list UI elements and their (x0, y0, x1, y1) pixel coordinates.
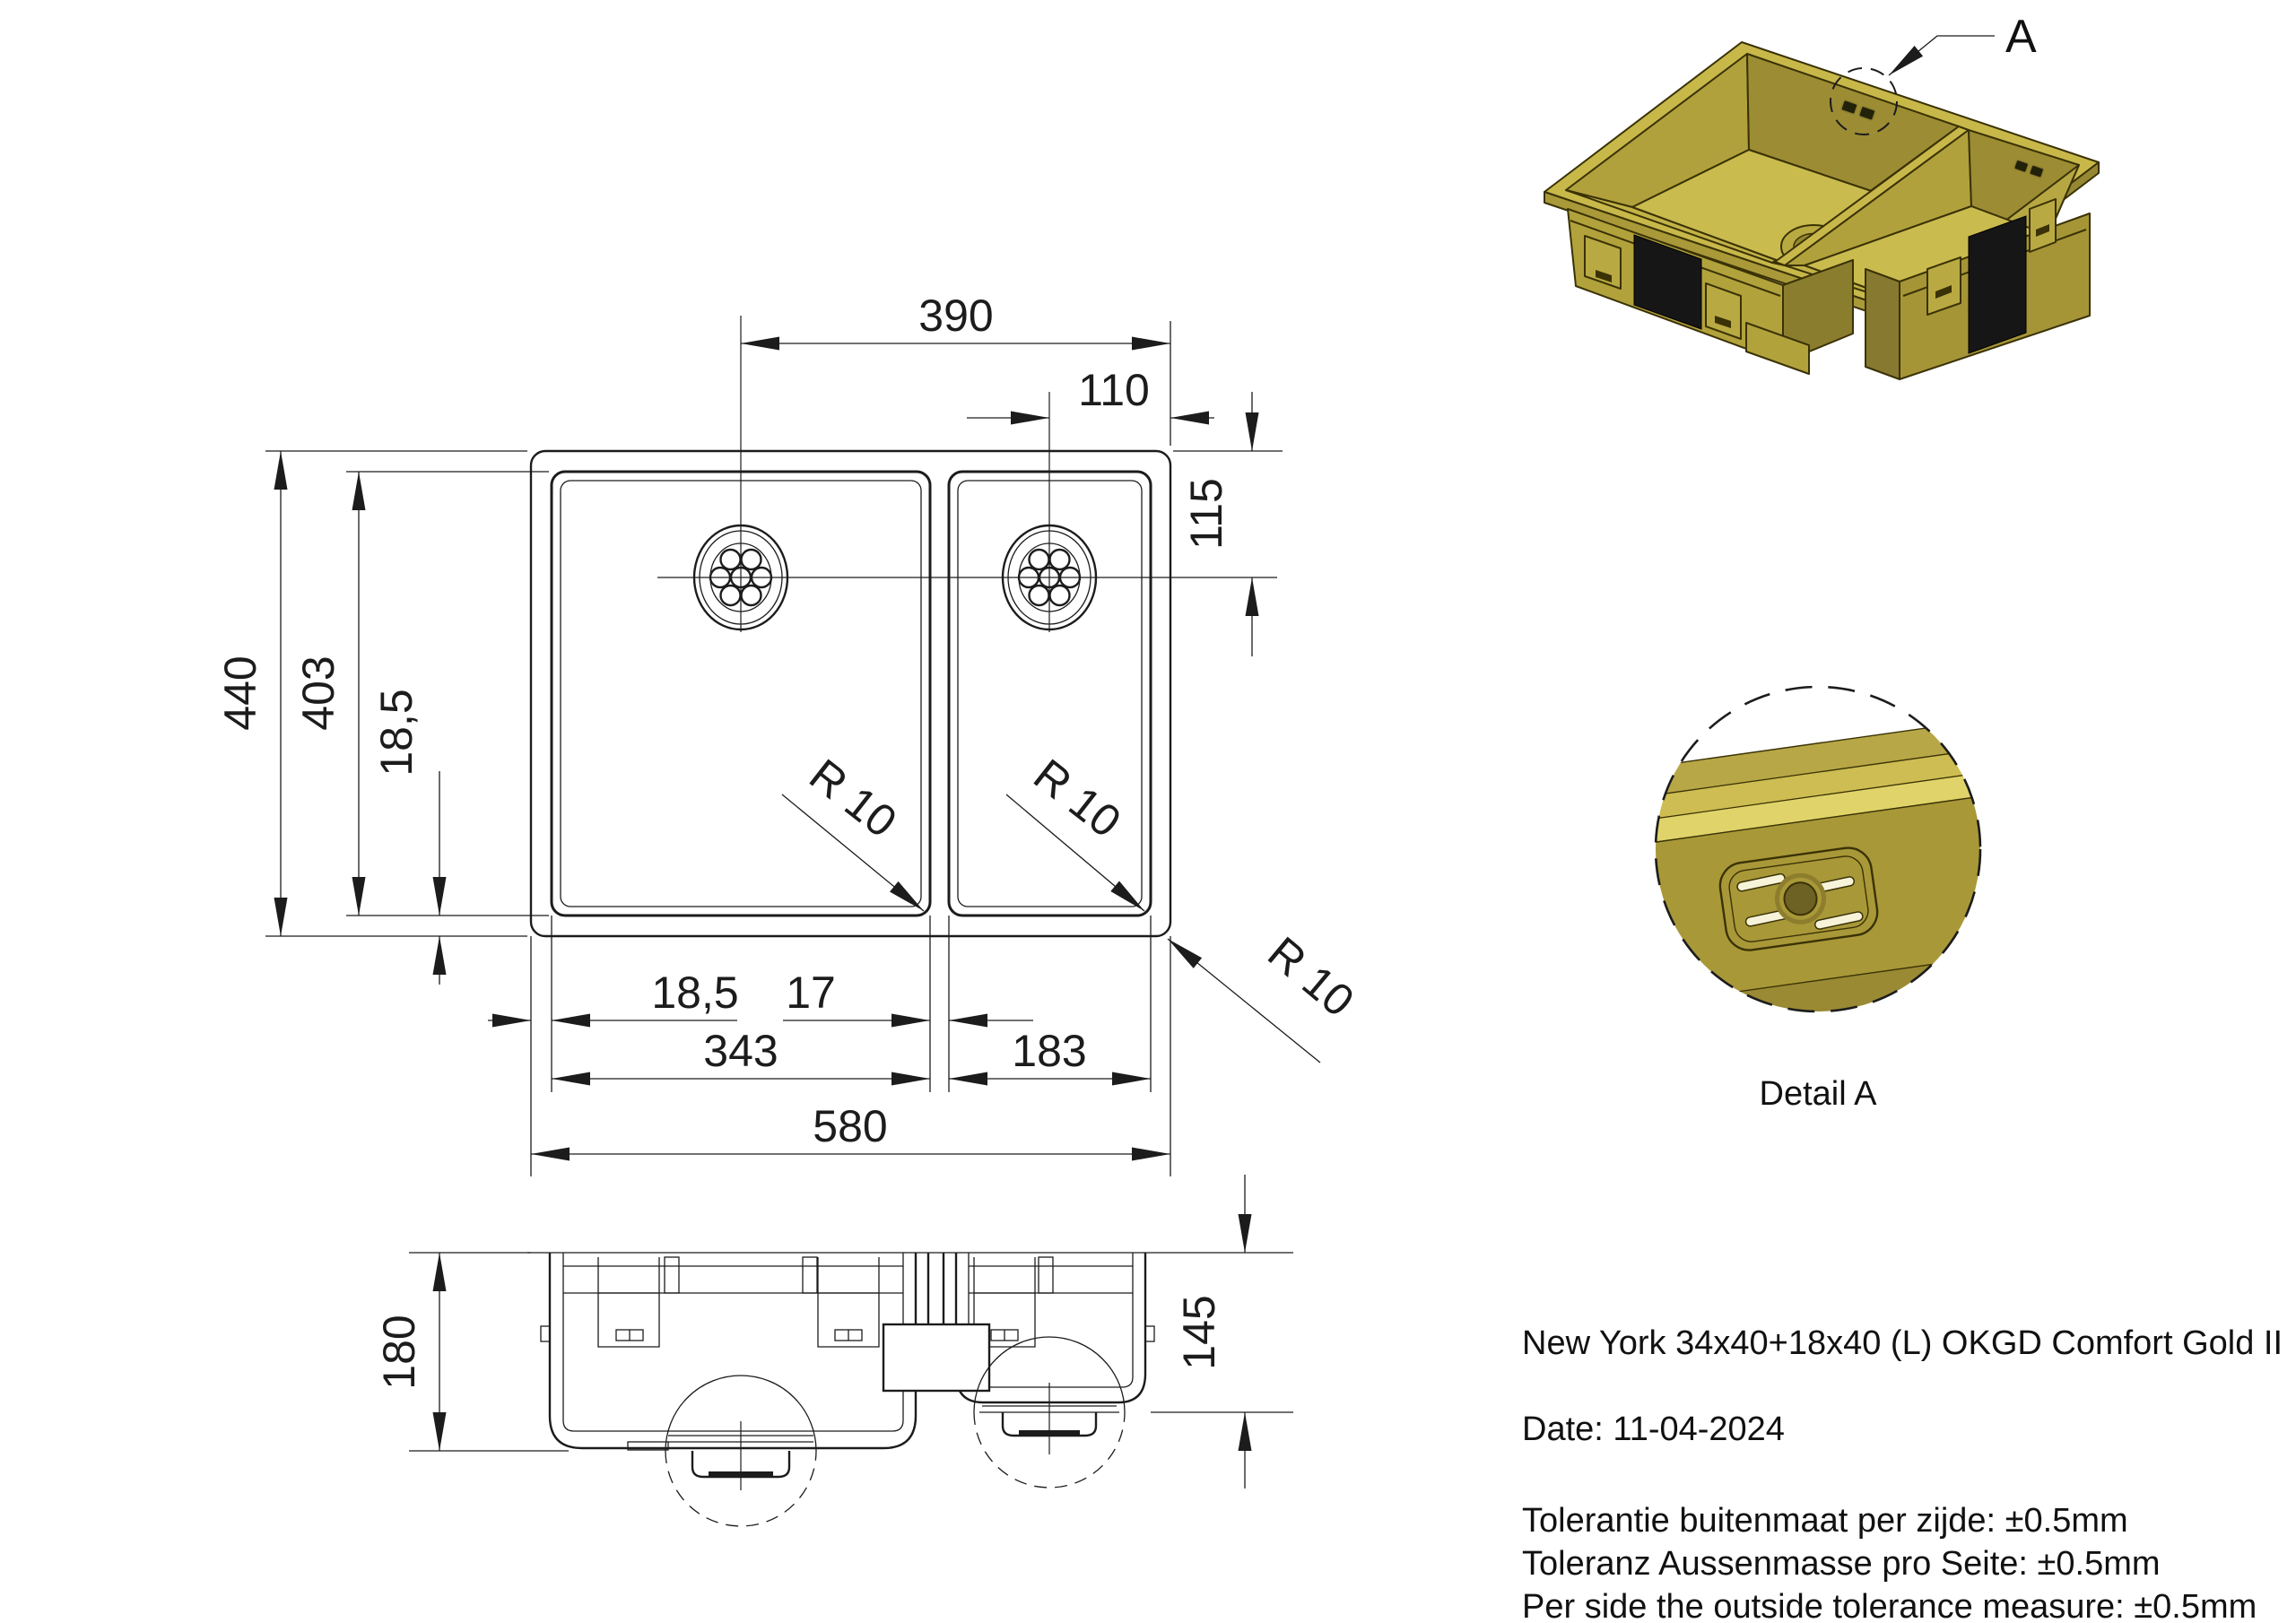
detail-callout-a: A (1830, 11, 2037, 135)
plan-dimensions: 390 110 115 440 (215, 291, 1283, 1176)
dim-440: 440 (215, 450, 527, 937)
detail-a-caption: Detail A (1760, 1075, 1878, 1113)
plan-outline (529, 449, 1172, 938)
iso-overflow-left (1840, 99, 1876, 121)
side-view: 180 145 (374, 1175, 1293, 1527)
dim-17-divider-label: 17 (786, 968, 836, 1018)
dim-390: 390 (741, 291, 1171, 446)
iso-pad-left (1633, 234, 1702, 330)
dim-145-label: 145 (1174, 1295, 1224, 1369)
detail-a-border (1654, 685, 1982, 1013)
radius-bowl2: R 10 (1005, 750, 1145, 912)
detail-marker-a-label: A (2005, 11, 2037, 63)
tolerance-line-en: Per side the outside tolerance measure: … (1522, 1588, 2257, 1623)
dim-145: 145 (1151, 1175, 1293, 1488)
dim-390-label: 390 (918, 291, 993, 341)
dim-180: 180 (374, 1253, 569, 1452)
side-junction-box (882, 1323, 991, 1393)
title-block: New York 34x40+18x40 (L) OKGD Comfort Go… (1522, 1324, 2283, 1623)
dim-183-label: 183 (1012, 1026, 1086, 1076)
dim-110: 110 (967, 365, 1214, 425)
plan-radius-callouts: R 10 R 10 R 10 (781, 750, 1363, 1063)
dim-115: 115 (1173, 392, 1283, 656)
tolerance-line-nl: Tolerantie buitenmaat per zijde: ±0.5mm (1522, 1502, 2128, 1540)
iso-overflow-right (2013, 159, 2045, 178)
dim-440-label: 440 (215, 655, 265, 730)
iso-pad-right (1968, 215, 2027, 354)
radius-bowl1: R 10 (781, 750, 925, 912)
date-line: Date: 11-04-2024 (1522, 1410, 1785, 1448)
plan-drain-left (692, 524, 789, 631)
tolerance-line-de: Toleranz Aussenmasse pro Seite: ±0.5mm (1522, 1545, 2161, 1583)
dim-17-divider: 17 (783, 968, 1033, 1028)
dim-343-label: 343 (703, 1026, 778, 1076)
side-mounting-clips (540, 1256, 1155, 1348)
dim-343: 343 (552, 1026, 930, 1086)
radius-bowl2-label: R 10 (1024, 750, 1130, 847)
dim-403: 403 (293, 471, 549, 916)
iso-view: A (1544, 11, 2100, 380)
plan-view: 390 110 115 440 (215, 291, 1363, 1176)
dim-183: 183 (949, 1026, 1151, 1086)
side-divider (926, 1253, 945, 1324)
dim-185-margin: 18,5 (488, 968, 739, 1028)
iso-box-left (1567, 208, 1854, 375)
detail-a-surface (1656, 715, 1980, 1011)
dim-580: 580 (531, 1101, 1170, 1161)
dim-580-label: 580 (813, 1101, 887, 1151)
overflow-slot (1718, 846, 1879, 951)
radius-outer-label: R 10 (1258, 927, 1363, 1027)
plan-drain-right (1001, 524, 1098, 631)
detail-a-view: Detail A (1654, 685, 1982, 1113)
dim-115-label: 115 (1181, 478, 1231, 550)
iso-box-right (1865, 198, 2091, 380)
side-drain-left (627, 1375, 817, 1527)
dim-180-label: 180 (374, 1315, 424, 1389)
dim-185-margin-label: 18,5 (651, 968, 738, 1018)
side-bowl-left (548, 1253, 918, 1450)
product-title: New York 34x40+18x40 (L) OKGD Comfort Go… (1522, 1324, 2283, 1362)
radius-bowl1-label: R 10 (800, 750, 906, 847)
dim-403-label: 403 (293, 655, 344, 730)
radius-outer: R 10 (1167, 927, 1363, 1063)
dim-185-vertical-label: 18,5 (371, 689, 422, 776)
side-drain-right (973, 1336, 1126, 1488)
dim-185-vertical: 18,5 (371, 689, 447, 985)
dim-110-label: 110 (1078, 365, 1150, 415)
